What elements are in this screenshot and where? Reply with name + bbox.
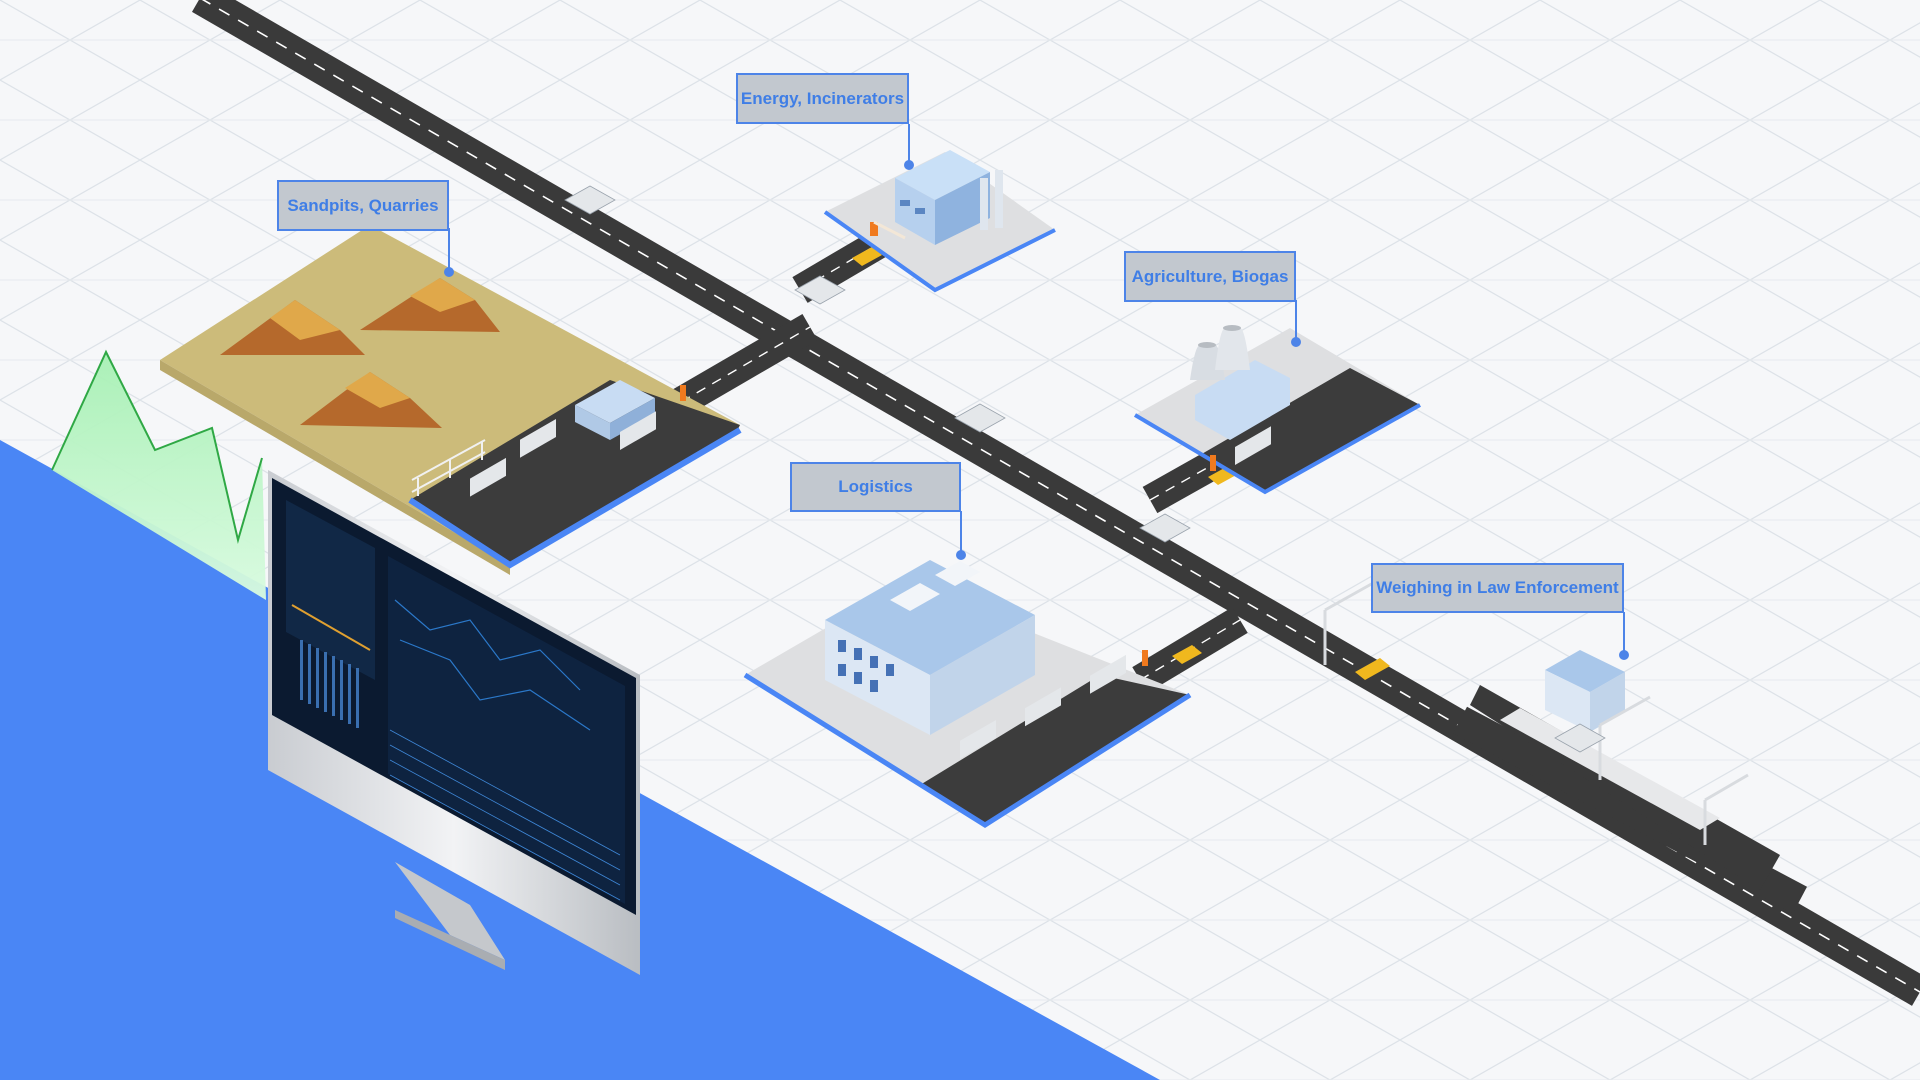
power-plant-icon <box>1190 325 1290 440</box>
highway-trucks <box>564 185 1606 753</box>
mountain-icon <box>220 278 500 428</box>
area-chart-decoration <box>51 349 266 600</box>
sandpit-quarry-site <box>160 225 742 575</box>
truck-icon <box>470 411 656 497</box>
dashboard-screen <box>286 500 625 904</box>
callout-label: Weighing in Law Enforcement <box>1376 578 1619 597</box>
office-building-icon <box>825 560 1035 735</box>
callout-label: Logistics <box>838 477 913 496</box>
weighing-station-site <box>1323 580 1780 890</box>
factory-icon <box>895 150 1003 245</box>
callout-connectors <box>444 124 1629 660</box>
callout-label: Agriculture, Biogas <box>1131 266 1289 286</box>
callout-label: Energy, Incinerators <box>740 88 905 108</box>
logistics-site <box>743 560 1192 828</box>
energy-incinerator-site <box>823 150 1056 293</box>
warehouse-icon <box>575 380 655 440</box>
callout-agriculture-biogas: Agriculture, Biogas <box>1124 251 1296 302</box>
monitor-icon <box>268 470 640 975</box>
callout-logistics: Logistics <box>790 462 961 512</box>
callout-energy-incinerators: Energy, Incinerators <box>736 73 909 124</box>
callout-sandpits-quarries: Sandpits, Quarries <box>277 180 449 231</box>
callout-label: Sandpits, Quarries <box>287 195 439 215</box>
fence <box>411 439 486 496</box>
agriculture-biogas-site <box>1133 325 1421 495</box>
callout-weighing-law-enforcement: Weighing in Law Enforcement <box>1371 563 1624 613</box>
